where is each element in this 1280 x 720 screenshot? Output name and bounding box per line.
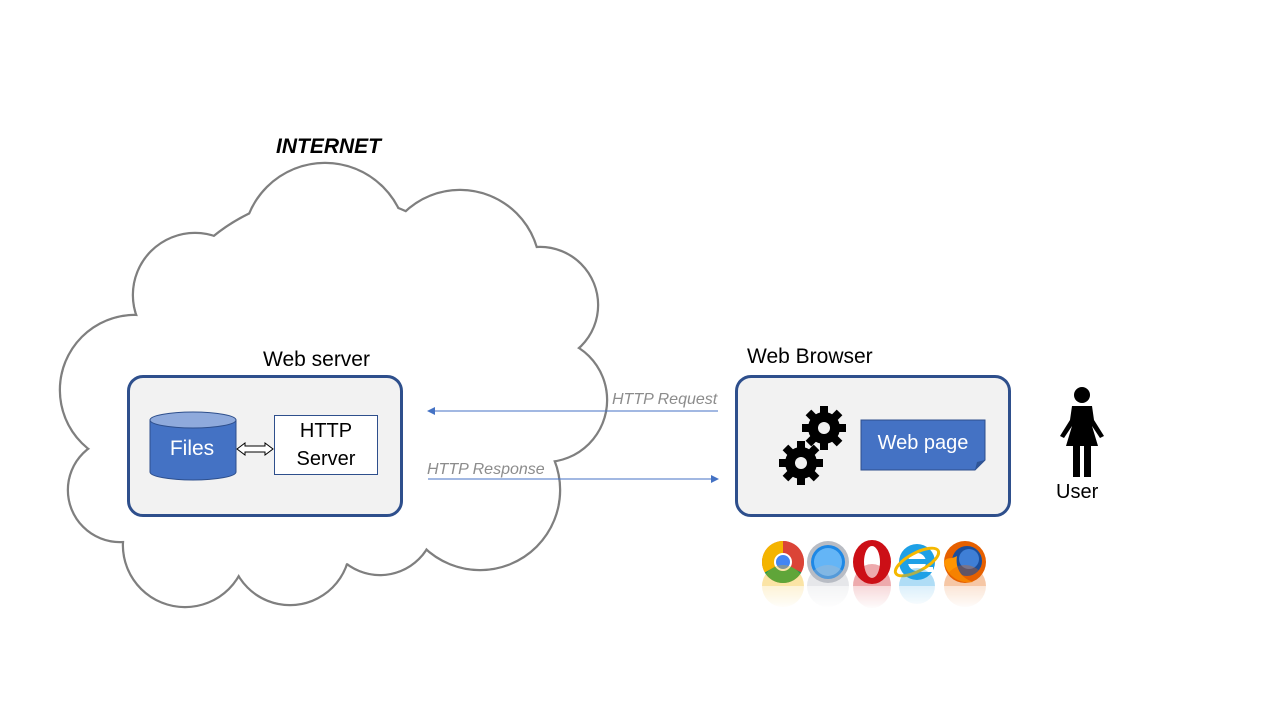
http-server-box: HTTP Server xyxy=(274,415,378,475)
webpage-label: Web page xyxy=(877,432,969,454)
safari-icon xyxy=(807,541,849,583)
http-server-label: HTTP Server xyxy=(296,420,356,470)
user-icon xyxy=(1060,387,1104,477)
chrome-icon xyxy=(761,541,805,584)
firefox-icon xyxy=(944,541,986,583)
web-server-title: Web server xyxy=(263,348,370,371)
opera-icon xyxy=(853,540,891,584)
ie-icon xyxy=(893,544,941,580)
internet-label: INTERNET xyxy=(276,135,381,158)
gears-icon xyxy=(779,406,846,485)
webpage-shape xyxy=(860,419,986,471)
files-label: Files xyxy=(169,437,215,460)
http-response-label: HTTP Response xyxy=(427,461,545,478)
web-browser-title: Web Browser xyxy=(747,345,873,368)
user-label: User xyxy=(1056,481,1099,503)
http-request-label: HTTP Request xyxy=(612,391,718,408)
database-icon xyxy=(149,411,237,481)
browser-logos xyxy=(760,540,992,610)
double-arrow-icon xyxy=(236,442,274,456)
